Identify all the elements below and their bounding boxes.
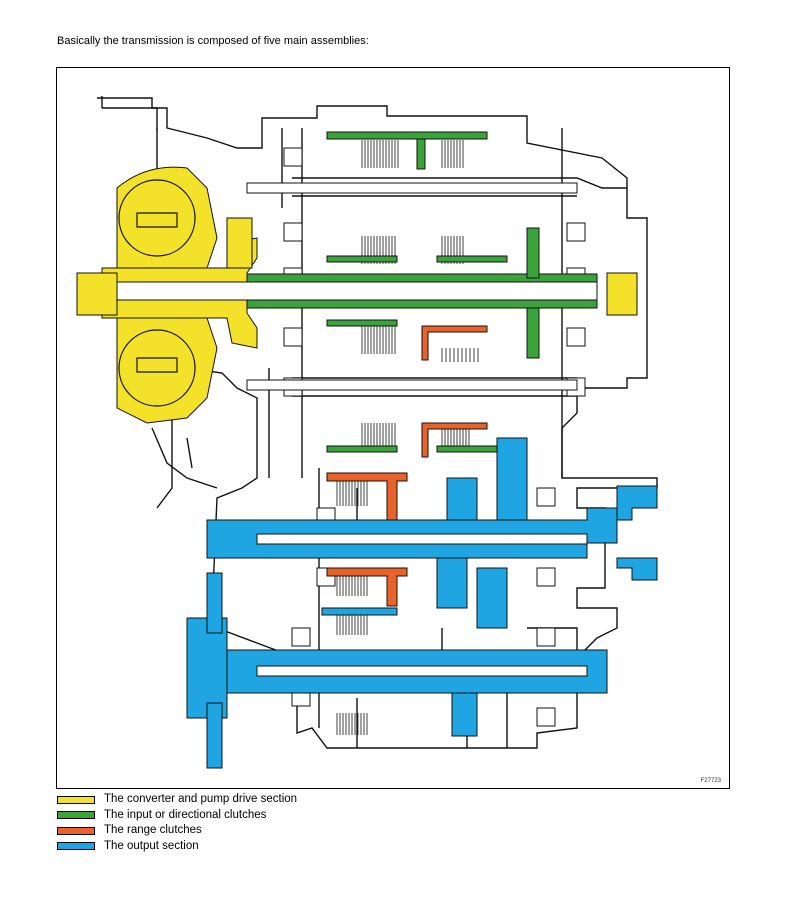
legend-swatch-directional [57,811,95,820]
transmission-diagram: F27723 [56,67,730,789]
range-clutches [326,325,488,607]
legend-label: The output section [104,839,199,852]
intro-text: Basically the transmission is composed o… [57,35,369,47]
converter-wheels [118,179,196,407]
legend-item: The converter and pump drive section [57,792,297,808]
legend-label: The range clutches [104,824,202,836]
bearings [283,147,586,727]
legend-label: The converter and pump drive section [104,793,298,805]
legend-swatch-range [57,826,95,835]
legend-swatch-output [57,842,95,851]
clutch-plates [336,140,479,735]
legend-item: The output section [57,839,297,855]
legend-swatch-converter [57,795,95,804]
legend-label: The input or directional clutches [104,808,267,821]
shafts [116,182,598,677]
cross-section-drawing [76,96,658,769]
color-legend: The converter and pump drive section The… [57,792,297,854]
legend-item: The range clutches [57,823,297,839]
legend-item: The input or directional clutches [57,808,297,824]
figure-id: F27723 [700,778,721,784]
